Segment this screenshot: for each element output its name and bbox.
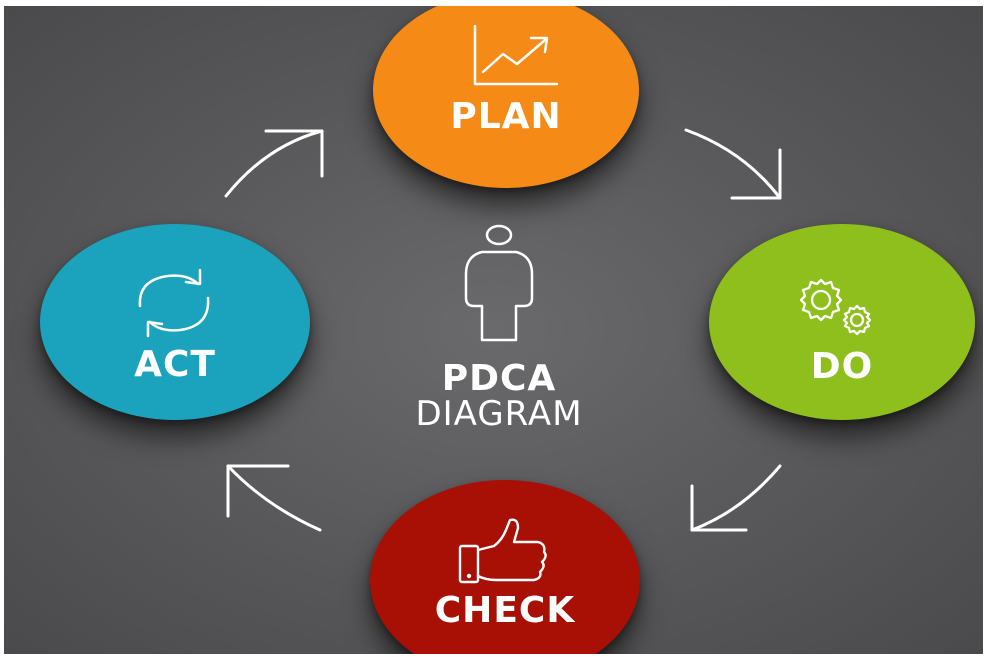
step-plan-label: PLAN	[450, 96, 562, 137]
step-plan: PLAN	[373, 6, 639, 188]
thumbs-up-icon	[458, 518, 547, 584]
arrow-do-to-check	[690, 464, 782, 532]
diagram-subtitle: DIAGRAM	[415, 394, 583, 434]
arrow-check-to-act	[226, 464, 322, 532]
person-outline-icon	[464, 224, 534, 342]
step-do: DO	[709, 224, 975, 420]
diagram-background: PDCA DIAGRAM PLAN	[4, 6, 983, 654]
step-act: ACT	[40, 224, 310, 420]
cycle-arrows	[224, 128, 782, 532]
arrow-plan-to-do	[684, 128, 782, 200]
gears-icon	[799, 278, 872, 336]
arrow-act-to-plan	[224, 129, 324, 198]
step-check-label: CHECK	[434, 590, 576, 631]
step-check: CHECK	[370, 480, 640, 654]
step-act-label: ACT	[134, 344, 216, 385]
diagram-title: PDCA	[441, 358, 557, 399]
chart-growth-icon	[473, 24, 559, 86]
cycle-arrows-icon	[138, 268, 210, 338]
step-do-label: DO	[810, 346, 874, 387]
